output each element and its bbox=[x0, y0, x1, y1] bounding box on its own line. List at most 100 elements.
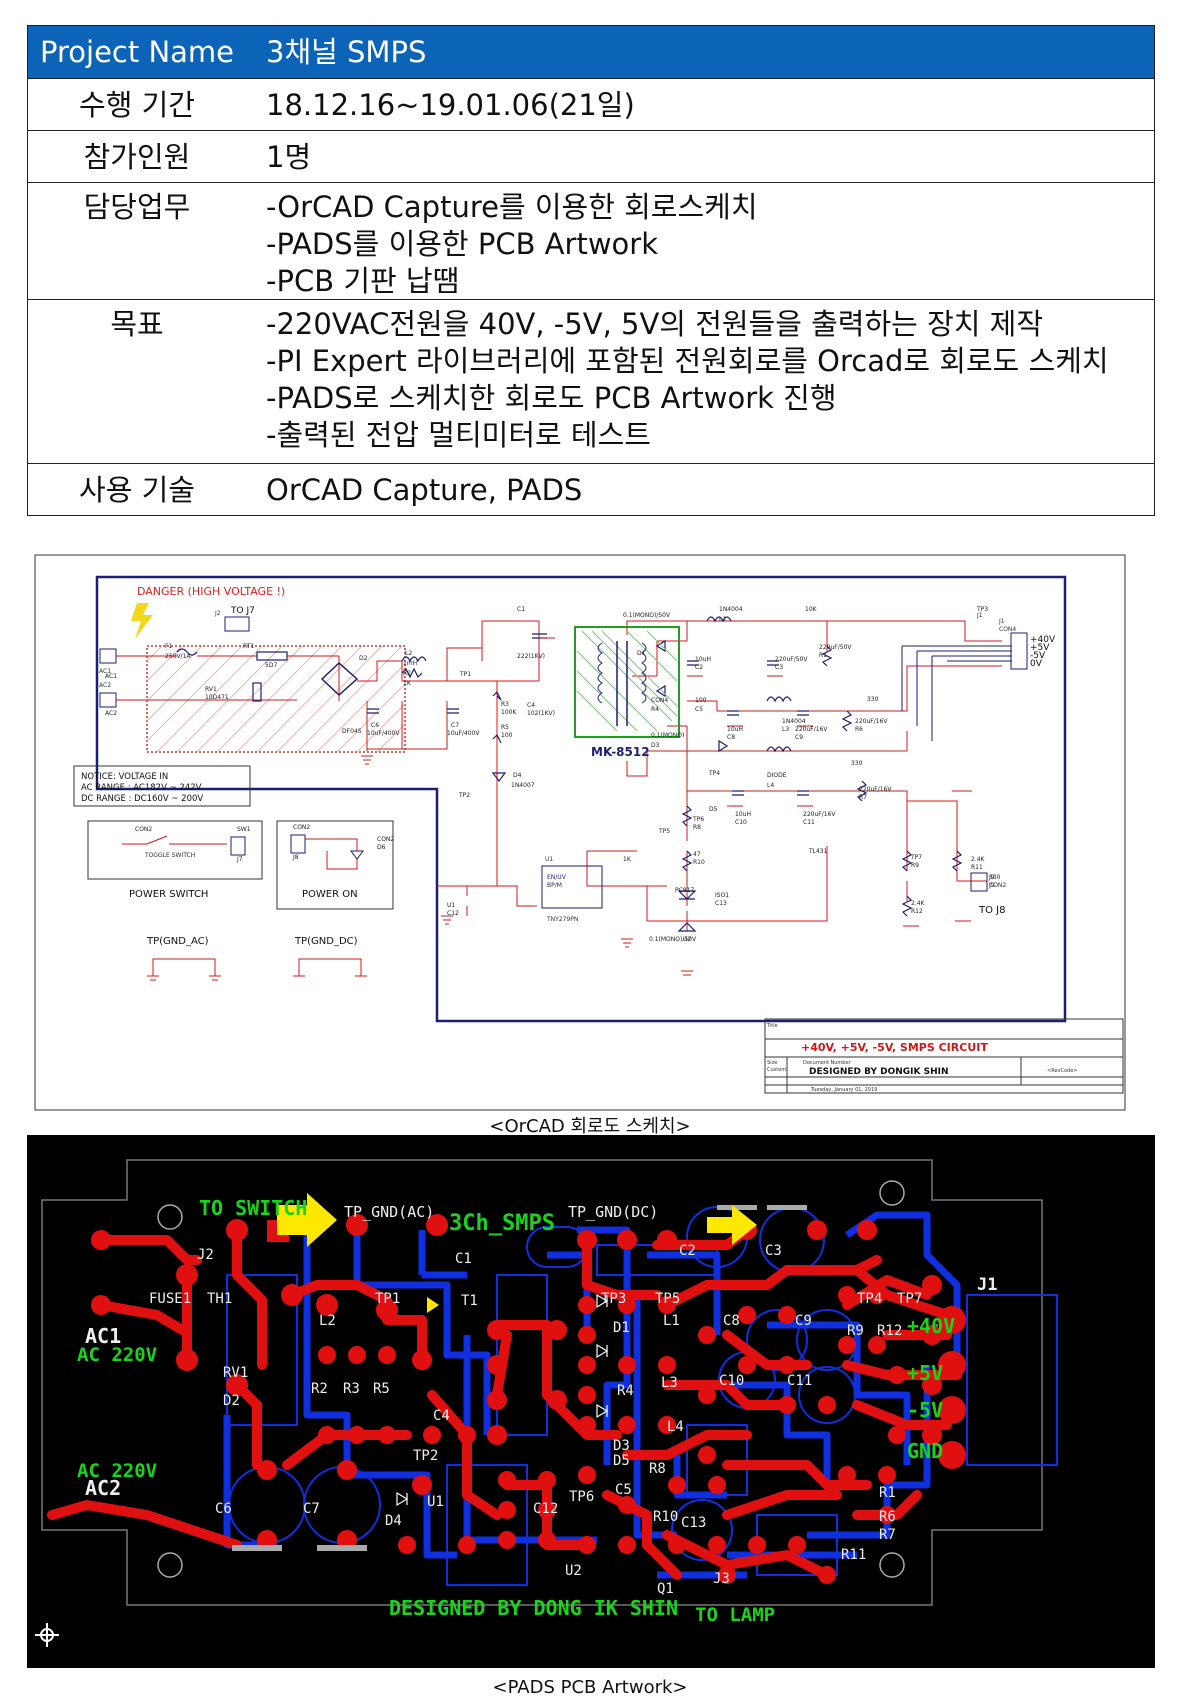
schematic-part-label: SW1 bbox=[237, 826, 251, 833]
schematic-part-label: DF04S bbox=[342, 728, 362, 735]
schematic-part-label: 330 bbox=[851, 760, 863, 767]
pad bbox=[226, 1219, 248, 1241]
schematic-part-label: D4 bbox=[513, 772, 522, 779]
pcb-ref-designator: C11 bbox=[787, 1373, 812, 1389]
schematic-part-label: TL431 bbox=[808, 848, 828, 855]
pad bbox=[778, 1396, 796, 1414]
pad bbox=[376, 1299, 398, 1321]
pad bbox=[718, 1566, 736, 1584]
pcb-ref-designator: C13 bbox=[681, 1515, 706, 1531]
table-header-row: Project Name 3채널 SMPS bbox=[28, 26, 1154, 78]
pcb-gnd: GND bbox=[907, 1439, 943, 1463]
svg-text:Title: Title bbox=[766, 1023, 778, 1029]
pad bbox=[618, 1296, 636, 1314]
pad bbox=[578, 1356, 596, 1374]
goal-line: -220VAC전원을 40V, -5V, 5V의 전원들을 출력하는 장치 제작 bbox=[266, 307, 1044, 341]
title-block-rev: <RevCode> bbox=[1047, 1068, 1077, 1074]
participants-label: 참가인원 bbox=[83, 140, 191, 174]
schematic-part-label: J9 bbox=[988, 882, 995, 889]
schematic-part-label: 220uF/16V bbox=[859, 786, 892, 793]
schematic-part-label: L3 bbox=[782, 726, 789, 733]
pad bbox=[412, 1350, 432, 1370]
schematic-part-label: 220uF/16V bbox=[795, 726, 828, 733]
pad bbox=[538, 1501, 556, 1519]
pad bbox=[538, 1471, 556, 1489]
pad bbox=[487, 1320, 507, 1340]
schematic-part-label: C4 bbox=[527, 702, 535, 709]
schematic-part-label: C11 bbox=[803, 819, 815, 826]
pad bbox=[868, 1286, 886, 1304]
pcb-ref-designator: TP7 bbox=[897, 1291, 922, 1307]
pad bbox=[426, 1214, 448, 1236]
schematic-part-label: 1N4004 bbox=[782, 718, 806, 725]
pad bbox=[487, 1425, 507, 1445]
pad bbox=[578, 1326, 596, 1344]
pcb-ref-designator: R6 bbox=[879, 1509, 896, 1525]
j2-connector bbox=[224, 616, 250, 632]
j1-connector bbox=[1010, 632, 1028, 670]
pcb-ref-designator: T1 bbox=[461, 1293, 478, 1309]
schematic-part-label: 220uF/50V bbox=[819, 644, 852, 651]
pad bbox=[498, 1531, 516, 1549]
schematic-caption: <OrCAD 회로도 스케치> bbox=[489, 1116, 691, 1137]
schematic-part-label: 220uF/16V bbox=[803, 811, 836, 818]
schematic-part-label: L4 bbox=[767, 782, 774, 789]
tp-gnd-dc-label: TP(GND_DC) bbox=[294, 936, 358, 947]
schematic-part-label: C2 bbox=[695, 664, 703, 671]
schematic-part-label: TP5 bbox=[658, 828, 670, 835]
pad bbox=[698, 1446, 716, 1464]
tech-label: 사용 기술 bbox=[79, 473, 195, 507]
sheet-border bbox=[34, 554, 1126, 1111]
pad bbox=[922, 1325, 942, 1345]
pad bbox=[922, 1425, 942, 1445]
schematic-part-label: C7 bbox=[451, 722, 459, 729]
pcb-ac220-top: AC 220V bbox=[77, 1344, 157, 1366]
svg-text:EN/UV: EN/UV bbox=[547, 874, 567, 881]
schematic-part-label: C10 bbox=[735, 819, 747, 826]
schematic-part-label: C9 bbox=[795, 734, 803, 741]
pcb-ref-designator: L4 bbox=[667, 1419, 684, 1435]
pad bbox=[348, 1426, 366, 1444]
project-name-value: 3채널 SMPS bbox=[266, 35, 427, 69]
pad bbox=[398, 1536, 416, 1554]
pcb-ref-designator: C1 bbox=[455, 1251, 472, 1267]
pad bbox=[578, 1296, 596, 1314]
pad bbox=[91, 1295, 111, 1315]
pad bbox=[738, 1306, 756, 1324]
pad bbox=[498, 1501, 516, 1519]
schematic-part-label: 100 bbox=[501, 732, 513, 739]
schematic-part-label: R6 bbox=[855, 726, 863, 733]
pad bbox=[423, 1426, 441, 1444]
schematic-part-label: 330 bbox=[989, 874, 1001, 881]
pad bbox=[878, 1506, 896, 1524]
role-value: -OrCAD Capture를 이용한 회로스케치 -PADS를 이용한 PCB… bbox=[246, 183, 1154, 299]
schematic-part-label: R1 bbox=[819, 652, 827, 659]
pad bbox=[922, 1275, 942, 1295]
title-block bbox=[764, 1018, 1124, 1094]
goal-line: -PADS로 스케치한 회로도 PCB Artwork 진행 bbox=[266, 381, 837, 415]
arrow-icon bbox=[427, 1297, 439, 1313]
schematic-part-label: 100K bbox=[501, 709, 517, 716]
pcb-designed-by: DESIGNED BY DONG IK SHIN bbox=[389, 1596, 678, 1620]
pcb-ref-designator: C10 bbox=[719, 1373, 744, 1389]
svg-text:CON4: CON4 bbox=[999, 626, 1016, 633]
pad bbox=[938, 1351, 966, 1379]
schematic-part-label: 102(1KV) bbox=[527, 710, 555, 717]
pcb-ref-designator: R1 bbox=[879, 1485, 896, 1501]
schematic-part-label: C1 bbox=[517, 606, 525, 613]
pad bbox=[618, 1496, 636, 1514]
pad bbox=[618, 1536, 636, 1554]
table-row-period: 수행 기간 18.12.16~19.01.06(21일) bbox=[28, 78, 1154, 130]
pcb-ref-designator: Q1 bbox=[657, 1581, 674, 1597]
pad bbox=[498, 1471, 516, 1489]
role-label: 담당업무 bbox=[83, 190, 191, 224]
pad bbox=[708, 1476, 726, 1494]
pad bbox=[657, 1230, 677, 1250]
pcb-ref-designator: TP4 bbox=[857, 1291, 882, 1307]
pcb-ref-designator: TP1 bbox=[375, 1291, 400, 1307]
out-plus5: +5V bbox=[1030, 643, 1050, 653]
pad bbox=[487, 1355, 507, 1375]
role-line: -PCB 기판 납땜 bbox=[266, 264, 460, 298]
out-plus40: +40V bbox=[1030, 635, 1056, 645]
goal-value: -220VAC전원을 40V, -5V, 5V의 전원들을 출력하는 장치 제작… bbox=[246, 300, 1154, 463]
